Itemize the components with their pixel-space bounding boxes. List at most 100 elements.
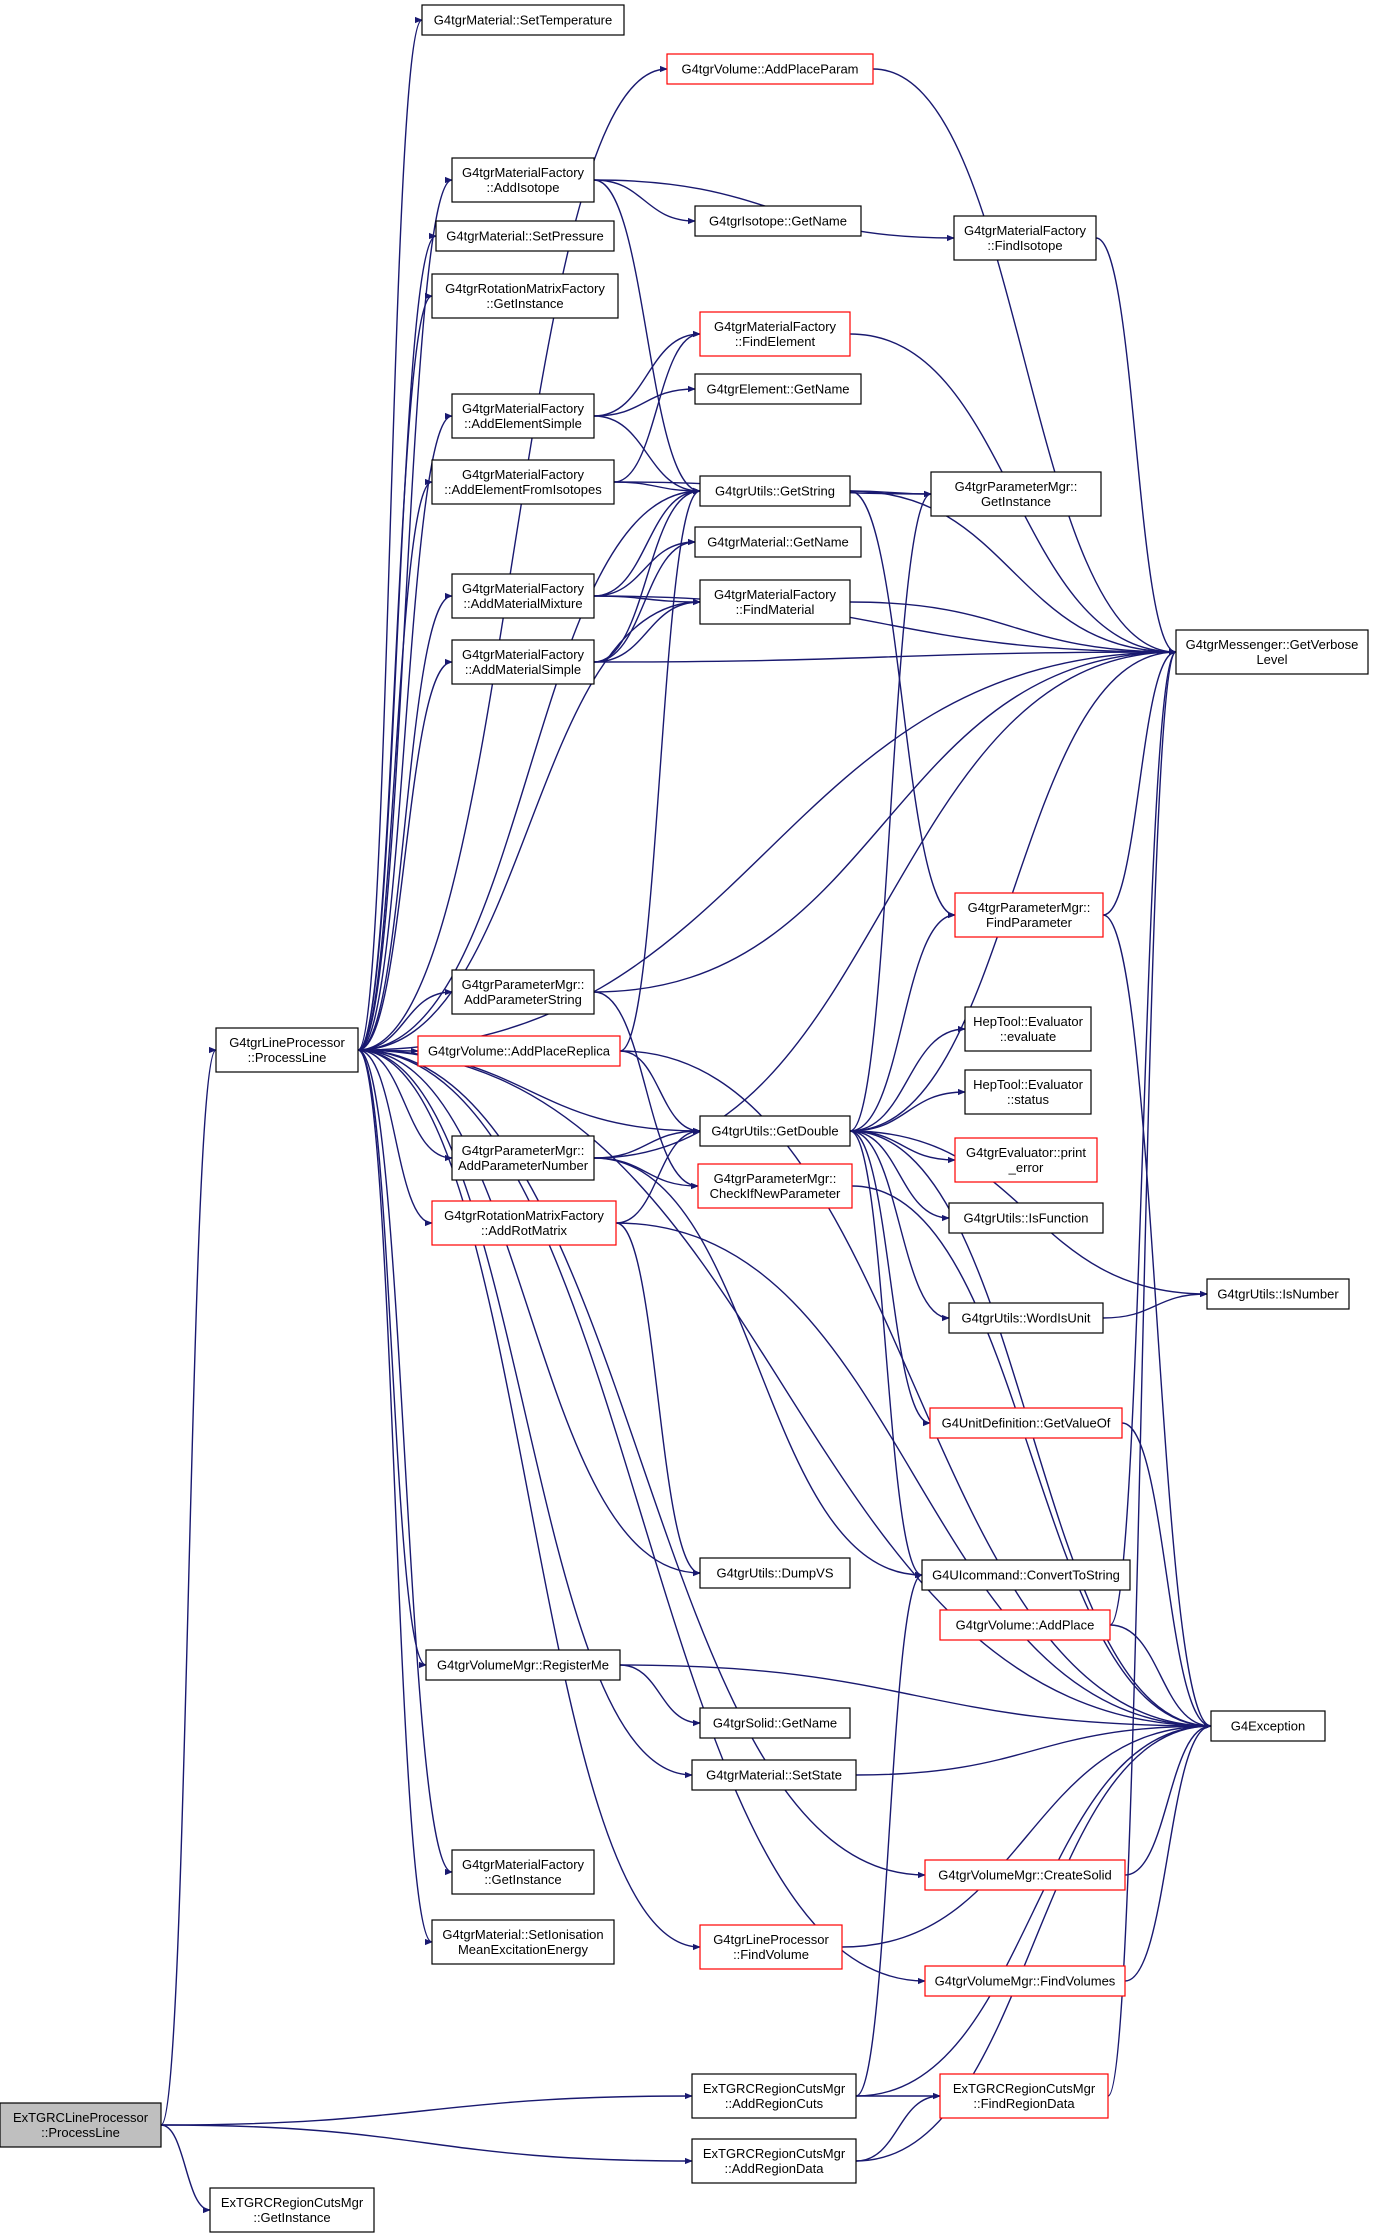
node-pmgi[interactable]: G4tgrParameterMgr::GetInstance: [930, 471, 1102, 517]
node-label: ::AddElementSimple: [464, 416, 582, 431]
node-checkparam[interactable]: G4tgrParameterMgr::CheckIfNewParameter: [697, 1163, 853, 1209]
node-rotgi[interactable]: G4tgrRotationMatrixFactory::GetInstance: [431, 273, 619, 319]
node-createsolid[interactable]: G4tgrVolumeMgr::CreateSolid: [924, 1859, 1126, 1891]
node-addparamstr[interactable]: G4tgrParameterMgr::AddParameterString: [451, 969, 595, 1015]
node-box: [699, 579, 851, 625]
call-edge-findiso-to-verbose: [1095, 237, 1177, 656]
call-edge-addparamstr-to-verbose: [593, 648, 1177, 993]
node-matname[interactable]: G4tgrMaterial::GetName: [694, 526, 862, 558]
node-isnumber[interactable]: G4tgrUtils::IsNumber: [1206, 1278, 1350, 1310]
call-edge-findvols-to-g4exc: [1124, 1722, 1212, 1982]
node-getstring[interactable]: G4tgrUtils::GetString: [699, 475, 851, 507]
node-box: [691, 2073, 857, 2119]
node-box: [451, 1135, 595, 1181]
node-label: G4tgrUtils::GetString: [715, 484, 835, 499]
call-edge-getdouble-to-verbose: [849, 648, 1177, 1132]
call-edge-addcuts-to-convstr: [855, 1571, 923, 2097]
node-dumpvs[interactable]: G4tgrUtils::DumpVS: [699, 1557, 851, 1589]
node-box: [694, 526, 862, 558]
call-edge-addelfromiso-to-findel: [613, 330, 701, 483]
node-addplacerep[interactable]: G4tgrVolume::AddPlaceReplica: [417, 1035, 621, 1067]
node-box: [691, 2138, 857, 2184]
call-edge-addparamstr-to-checkparam: [593, 991, 699, 1190]
node-label: G4tgrParameterMgr::: [714, 1171, 837, 1186]
node-lpfindvol[interactable]: G4tgrLineProcessor::FindVolume: [699, 1924, 843, 1970]
node-findparam[interactable]: G4tgrParameterMgr::FindParameter: [954, 892, 1104, 938]
node-setstate[interactable]: G4tgrMaterial::SetState: [691, 1759, 857, 1791]
node-box: [953, 215, 1097, 261]
node-hepeval[interactable]: HepTool::Evaluator::evaluate: [964, 1006, 1092, 1052]
node-addiso[interactable]: G4tgrMaterialFactory::AddIsotope: [451, 157, 595, 203]
node-evalerr[interactable]: G4tgrEvaluator::print_error: [954, 1137, 1098, 1183]
node-addelfromiso[interactable]: G4tgrMaterialFactory::AddElementFromIsot…: [431, 459, 615, 505]
node-wordisunit[interactable]: G4tgrUtils::WordIsUnit: [948, 1302, 1104, 1334]
node-box: [0, 2102, 162, 2148]
node-label: G4tgrMaterial::GetName: [707, 535, 849, 550]
node-label: G4UnitDefinition::GetValueOf: [942, 1416, 1111, 1431]
node-box: [431, 273, 619, 319]
node-regme[interactable]: G4tgrVolumeMgr::RegisterMe: [425, 1649, 621, 1681]
node-label: ExTGRCRegionCutsMgr: [221, 2195, 364, 2210]
node-g4exc[interactable]: G4Exception: [1210, 1710, 1326, 1742]
node-findiso[interactable]: G4tgrMaterialFactory::FindIsotope: [953, 215, 1097, 261]
node-findvols[interactable]: G4tgrVolumeMgr::FindVolumes: [924, 1965, 1126, 1997]
call-edge-addmatsimple-to-getstring: [593, 487, 701, 663]
node-lp[interactable]: G4tgrLineProcessor::ProcessLine: [215, 1027, 359, 1073]
node-setpress[interactable]: G4tgrMaterial::SetPressure: [435, 220, 615, 252]
node-box: [924, 1965, 1126, 1997]
node-addmatsimple[interactable]: G4tgrMaterialFactory::AddMaterialSimple: [451, 639, 595, 685]
call-edge-lp-to-g4exc: [357, 1049, 1212, 1730]
node-hepstatus[interactable]: HepTool::Evaluator::status: [964, 1069, 1092, 1115]
node-label: G4tgrVolumeMgr::CreateSolid: [938, 1868, 1111, 1883]
node-adddata[interactable]: ExTGRCRegionCutsMgr::AddRegionData: [691, 2138, 857, 2184]
call-edge-lp-to-addparamstr: [357, 988, 453, 1051]
node-label: ::ProcessLine: [248, 1050, 327, 1065]
node-box: [417, 1035, 621, 1067]
node-label: G4tgrElement::GetName: [706, 382, 849, 397]
node-convstr[interactable]: G4UIcommand::ConvertToString: [921, 1559, 1131, 1591]
call-edge-lp-to-addmatmix: [357, 592, 453, 1051]
call-edge-getdouble-to-findparam: [849, 911, 956, 1132]
node-box: [699, 1115, 851, 1147]
node-findel[interactable]: G4tgrMaterialFactory::FindElement: [699, 311, 851, 357]
node-box: [691, 1759, 857, 1791]
node-label: G4tgrVolumeMgr::RegisterMe: [437, 1658, 609, 1673]
node-unitval[interactable]: G4UnitDefinition::GetValueOf: [929, 1407, 1123, 1439]
call-edge-addmatsimple-to-verbose: [593, 648, 1177, 663]
call-edge-lp-to-findmat: [357, 598, 701, 1051]
node-findrd[interactable]: ExTGRCRegionCutsMgr::FindRegionData: [939, 2073, 1109, 2119]
node-addplaceparam[interactable]: G4tgrVolume::AddPlaceParam: [666, 53, 874, 85]
node-addcuts[interactable]: ExTGRCRegionCutsMgr::AddRegionCuts: [691, 2073, 857, 2119]
node-label: G4tgrMaterial::SetIonisation: [442, 1927, 603, 1942]
node-addelsimple[interactable]: G4tgrMaterialFactory::AddElementSimple: [451, 393, 595, 439]
call-edge-lp-to-setion: [357, 1049, 433, 1946]
node-label: ::AddIsotope: [487, 180, 560, 195]
node-elname[interactable]: G4tgrElement::GetName: [694, 373, 862, 405]
call-edge-findparam-to-g4exc: [1102, 914, 1212, 1730]
node-settemp[interactable]: G4tgrMaterial::SetTemperature: [421, 4, 625, 36]
node-addmatmix[interactable]: G4tgrMaterialFactory::AddMaterialMixture: [451, 573, 595, 619]
node-label: G4tgrVolume::AddPlaceReplica: [428, 1044, 611, 1059]
node-box: [954, 1137, 1098, 1183]
node-addplace[interactable]: G4tgrVolume::AddPlace: [939, 1609, 1111, 1641]
node-addrotmat[interactable]: G4tgrRotationMatrixFactory::AddRotMatrix: [431, 1200, 617, 1246]
node-solname[interactable]: G4tgrSolid::GetName: [699, 1707, 851, 1739]
node-getdouble[interactable]: G4tgrUtils::GetDouble: [699, 1115, 851, 1147]
call-edge-createsolid-to-g4exc: [1124, 1722, 1212, 1876]
node-isoname[interactable]: G4tgrIsotope::GetName: [694, 205, 862, 237]
call-edge-addplacerep-to-g4exc: [619, 1050, 1212, 1730]
node-box: [699, 1707, 851, 1739]
node-rcgi[interactable]: ExTGRCRegionCutsMgr::GetInstance: [209, 2187, 375, 2233]
node-label: HepTool::Evaluator: [973, 1014, 1084, 1029]
node-setion[interactable]: G4tgrMaterial::SetIonisationMeanExcitati…: [431, 1919, 615, 1965]
node-matfgi[interactable]: G4tgrMaterialFactory::GetInstance: [451, 1849, 595, 1895]
node-box: [930, 471, 1102, 517]
call-edge-root-to-adddata: [160, 2124, 693, 2165]
node-isfunction[interactable]: G4tgrUtils::IsFunction: [948, 1202, 1104, 1234]
node-findmat[interactable]: G4tgrMaterialFactory::FindMaterial: [699, 579, 851, 625]
node-root[interactable]: ExTGRCLineProcessor::ProcessLine: [0, 2102, 162, 2148]
node-box: [1210, 1710, 1326, 1742]
node-label: G4tgrMaterial::SetPressure: [446, 229, 604, 244]
node-addparamnum[interactable]: G4tgrParameterMgr::AddParameterNumber: [451, 1135, 595, 1181]
